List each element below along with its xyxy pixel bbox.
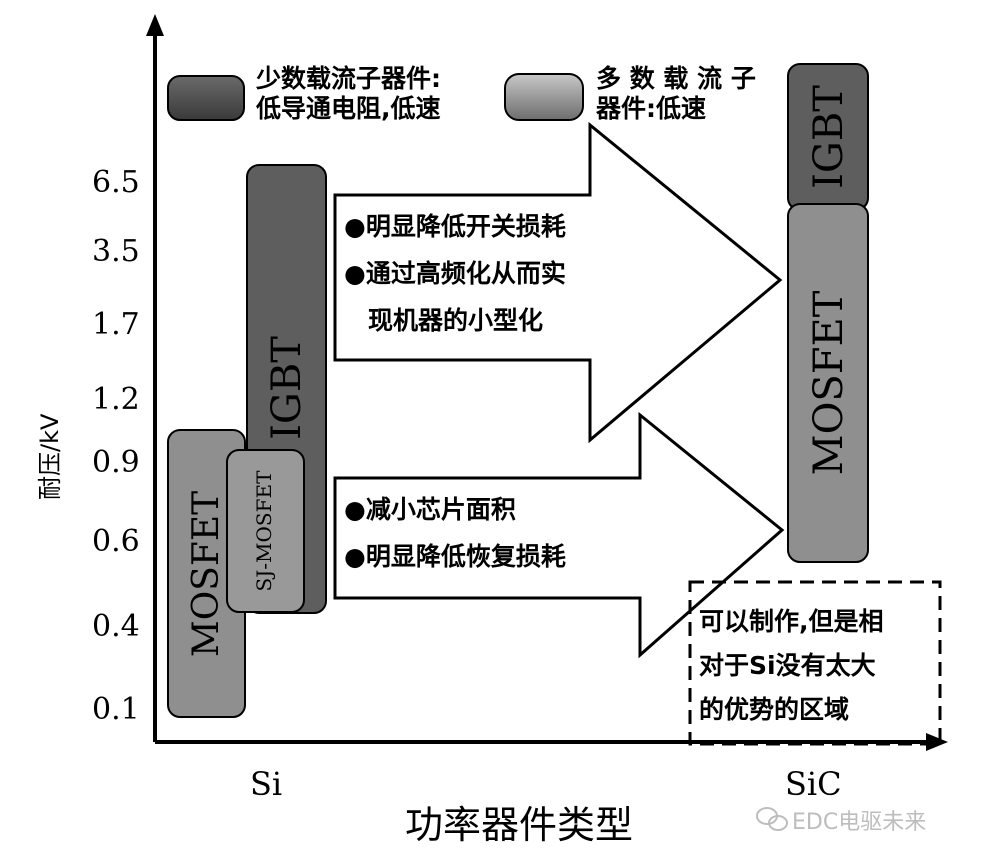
bottom-bullet-2: ●明显降低恢复损耗 <box>344 542 566 571</box>
note-text: 可以制作,但是相 对于Si没有太大 的优势的区域 <box>699 600 884 732</box>
si-sj-mosfet-bar <box>226 449 305 613</box>
sic-mosfet-label: MOSFET <box>806 290 852 475</box>
top-bullet-1: ●明显降低开关损耗 <box>344 212 566 241</box>
wechat-icon <box>756 807 788 831</box>
note-line3: 的优势的区域 <box>699 695 850 724</box>
y-axis-label: 耐压/kV <box>36 413 64 500</box>
top-bullet-2-cont: 现机器的小型化 <box>368 306 544 335</box>
y-tick-1-2: 1.2 <box>92 382 140 417</box>
x-axis-arrowhead <box>926 733 948 751</box>
legend-light-line2: 器件:低速 <box>596 94 706 123</box>
y-tick-6-5: 6.5 <box>92 165 140 200</box>
note-line2: 对于Si没有太大 <box>699 651 876 680</box>
si-igbt-label: IGBT <box>264 336 310 440</box>
y-tick-0-9: 0.9 <box>92 445 140 480</box>
note-line1: 可以制作,但是相 <box>699 607 884 636</box>
sic-igbt-label: IGBT <box>806 85 852 189</box>
legend-dark-line2: 低导通电阻,低速 <box>256 94 441 123</box>
x-axis-label: 功率器件类型 <box>405 803 633 847</box>
y-axis-arrowhead <box>146 14 164 36</box>
x-category-sic: SiC <box>785 765 842 803</box>
top-arrow <box>333 121 783 444</box>
legend-dark-text: 少数载流子器件: 低导通电阻,低速 <box>256 64 441 124</box>
bottom-bullet-1: ●减小芯片面积 <box>344 495 516 524</box>
bottom-arrow <box>333 411 785 659</box>
watermark: EDC电驱未来 <box>792 810 927 835</box>
si-sj-mosfet-label: SJ-MOSFET <box>252 470 276 592</box>
y-tick-3-5: 3.5 <box>92 234 140 269</box>
top-arrow-text: ●明显降低开关损耗 ●通过高频化从而实 现机器的小型化 <box>344 203 566 344</box>
top-bullet-2: ●通过高频化从而实 <box>344 259 566 288</box>
si-mosfet-label: MOSFET <box>186 491 227 657</box>
legend-light-text: 多 数 载 流 子 器件:低速 <box>596 64 756 124</box>
y-tick-0-1: 0.1 <box>92 692 140 727</box>
y-tick-0-4: 0.4 <box>92 609 140 644</box>
y-tick-0-6: 0.6 <box>92 524 140 559</box>
bottom-arrow-text: ●减小芯片面积 ●明显降低恢复损耗 <box>344 486 566 580</box>
note-box <box>688 580 942 746</box>
legend-swatch-dark <box>167 75 245 121</box>
legend-swatch-light <box>504 73 584 121</box>
sic-mosfet-bar <box>787 203 869 563</box>
x-category-si: Si <box>250 765 282 803</box>
legend-dark-line1: 少数载流子器件: <box>256 64 441 93</box>
legend-light-line1: 多 数 载 流 子 <box>596 64 756 93</box>
y-tick-1-7: 1.7 <box>92 307 140 342</box>
